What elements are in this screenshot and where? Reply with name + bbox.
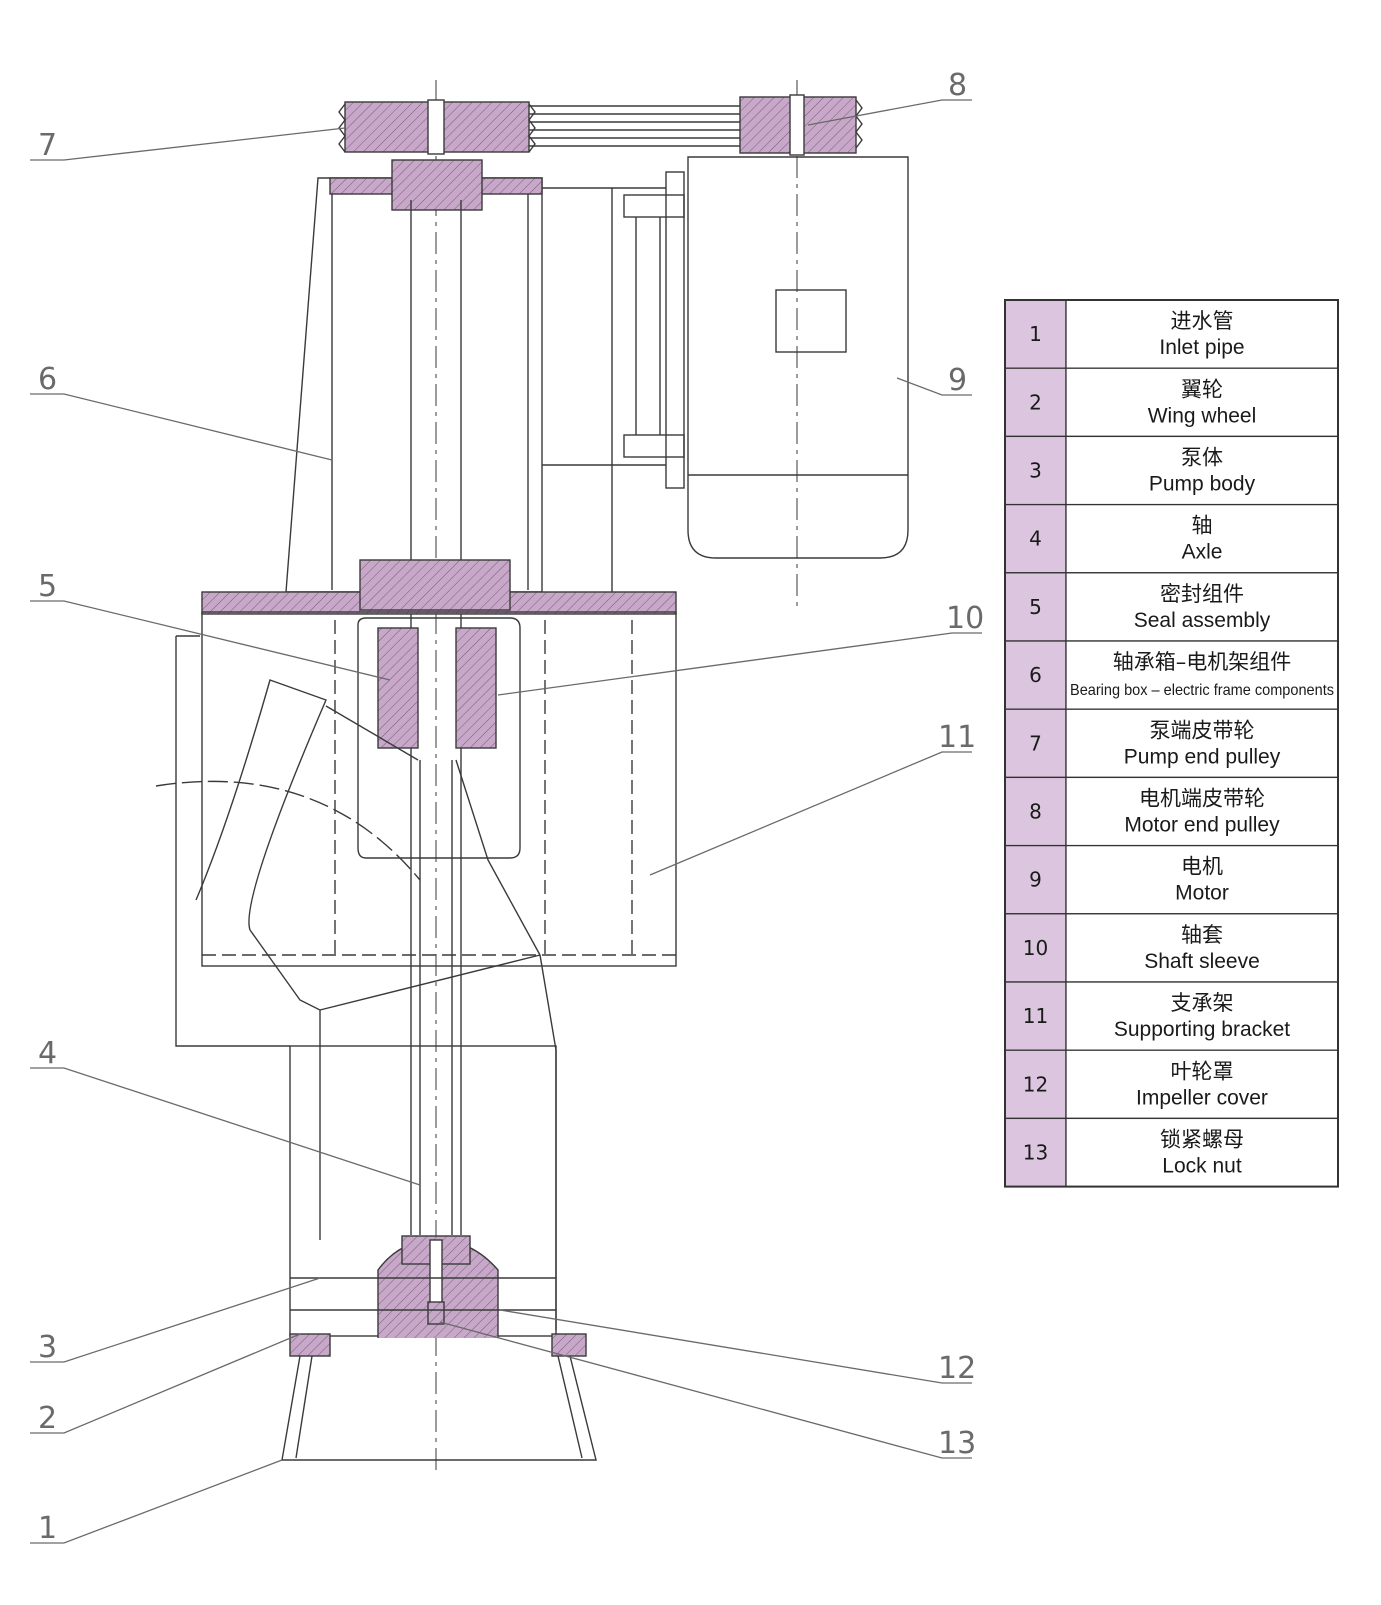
leader-numbers: 1 2 3 4 5 6 7 8 9 10 11 12 13 [38, 68, 984, 1546]
legend-text-cell [1065, 913, 1339, 983]
legend-row: 12 叶轮罩 Impeller cover [1004, 1049, 1339, 1120]
legend-english-label: Motor end pulley [1124, 814, 1280, 837]
legend-number: 1 [1029, 322, 1042, 346]
legend-english-label: Supporting bracket [1114, 1018, 1290, 1041]
legend-outer-border [1004, 299, 1339, 1188]
legend-chinese-label: 翼轮 [1181, 377, 1223, 401]
leader-number-4: 4 [38, 1036, 57, 1071]
legend-number: 12 [1023, 1072, 1048, 1096]
legend-english-label: Impeller cover [1136, 1086, 1268, 1109]
legend-text-cell [1065, 1049, 1339, 1120]
leader-number-1: 1 [38, 1511, 57, 1546]
leader-number-12: 12 [938, 1351, 976, 1386]
legend-chinese-label: 轴套 [1181, 923, 1223, 947]
legend-chinese-label: 支承架 [1171, 991, 1234, 1015]
legend-chinese-label: 进水管 [1171, 309, 1234, 333]
legend-text-cell [1065, 708, 1339, 779]
legend-number-cell [1004, 572, 1067, 642]
legend-row: 11 支承架 Supporting bracket [1004, 981, 1339, 1051]
legend-row: 6 轴承箱–电机架组件 Bearing box – electric frame c… [1004, 640, 1339, 710]
legend-number-cell [1004, 503, 1067, 574]
legend-text-cell [1065, 981, 1339, 1051]
legend-number-cell [1004, 640, 1067, 710]
legend-chinese-label: 电机 [1181, 855, 1223, 879]
legend-row: 4 轴 Axle [1004, 503, 1339, 574]
legend-number-cell [1004, 1049, 1067, 1120]
legend-english-label: Inlet pipe [1159, 336, 1244, 359]
legend-row: 9 电机 Motor [1004, 844, 1339, 915]
legend-chinese-label: 叶轮罩 [1171, 1059, 1234, 1083]
legend-number: 4 [1029, 527, 1042, 551]
leader-number-7: 7 [38, 128, 57, 163]
legend-english-label: Lock nut [1162, 1155, 1242, 1178]
leader-number-2: 2 [38, 1401, 57, 1436]
legend-chinese-label: 轴承箱–电机架组件 [1113, 650, 1292, 674]
legend-english-label: Wing wheel [1148, 404, 1257, 427]
legend-chinese-label: 密封组件 [1160, 582, 1244, 606]
leader-number-8: 8 [948, 68, 967, 103]
legend-number: 6 [1029, 663, 1042, 687]
legend-text-cell [1065, 435, 1339, 506]
legend-number: 13 [1023, 1141, 1048, 1165]
legend-number: 2 [1029, 390, 1042, 414]
leader-number-5: 5 [38, 569, 57, 604]
legend-row: 8 电机端皮带轮 Motor end pulley [1004, 776, 1339, 847]
legend-text-cell [1065, 572, 1339, 642]
parts-legend-table: 1 进水管 Inlet pipe 2 翼轮 Wing wheel 3 泵体 Pump body 4… [1004, 299, 1339, 1188]
legend-text-cell [1065, 367, 1339, 438]
leader-number-9: 9 [948, 363, 967, 398]
legend-row: 3 泵体 Pump body [1004, 435, 1339, 506]
legend-english-label: Shaft sleeve [1144, 950, 1260, 973]
legend-english-label: Pump body [1149, 473, 1256, 496]
legend-number: 7 [1029, 731, 1042, 755]
legend-number-cell [1004, 367, 1067, 438]
legend-number: 8 [1029, 800, 1042, 824]
legend-row: 1 进水管 Inlet pipe [1004, 299, 1339, 369]
legend-number: 5 [1029, 595, 1042, 619]
leader-number-10: 10 [946, 601, 984, 636]
legend-row: 2 翼轮 Wing wheel [1004, 367, 1339, 438]
legend-chinese-label: 电机端皮带轮 [1139, 787, 1265, 811]
legend-number: 11 [1023, 1004, 1048, 1028]
leader-number-6: 6 [38, 362, 57, 397]
leader-number-11: 11 [938, 720, 976, 755]
leader-number-13: 13 [938, 1426, 976, 1461]
legend-chinese-label: 泵端皮带轮 [1150, 718, 1255, 742]
legend-number: 9 [1029, 868, 1042, 892]
legend-english-label: Seal assembly [1134, 609, 1271, 632]
legend-text-cell [1065, 844, 1339, 915]
legend-english-label: Bearing box – electric frame components [1070, 682, 1334, 699]
legend-chinese-label: 锁紧螺母 [1160, 1128, 1244, 1152]
legend-number-cell [1004, 435, 1067, 506]
legend-english-label: Motor [1175, 882, 1229, 905]
legend-row: 7 泵端皮带轮 Pump end pulley [1004, 708, 1339, 779]
legend-english-label: Axle [1182, 541, 1223, 564]
legend-text-cell [1065, 776, 1339, 847]
legend-chinese-label: 泵体 [1181, 446, 1223, 470]
legend-number: 10 [1023, 936, 1048, 960]
leader-number-3: 3 [38, 1330, 57, 1365]
legend-row: 13 锁紧螺母 Lock nut [1004, 1117, 1339, 1188]
legend-number: 3 [1029, 459, 1042, 483]
legend-chinese-label: 轴 [1192, 514, 1213, 538]
legend-row: 10 轴套 Shaft sleeve [1004, 913, 1339, 983]
leader-lines [30, 99, 982, 1544]
legend-english-label: Pump end pulley [1124, 745, 1281, 768]
legend-text-cell [1065, 503, 1339, 574]
legend-text-cell [1065, 1117, 1339, 1188]
legend-text-cell [1065, 299, 1339, 369]
drawing-linework [155, 80, 909, 1475]
legend-row: 5 密封组件 Seal assembly [1004, 572, 1339, 642]
